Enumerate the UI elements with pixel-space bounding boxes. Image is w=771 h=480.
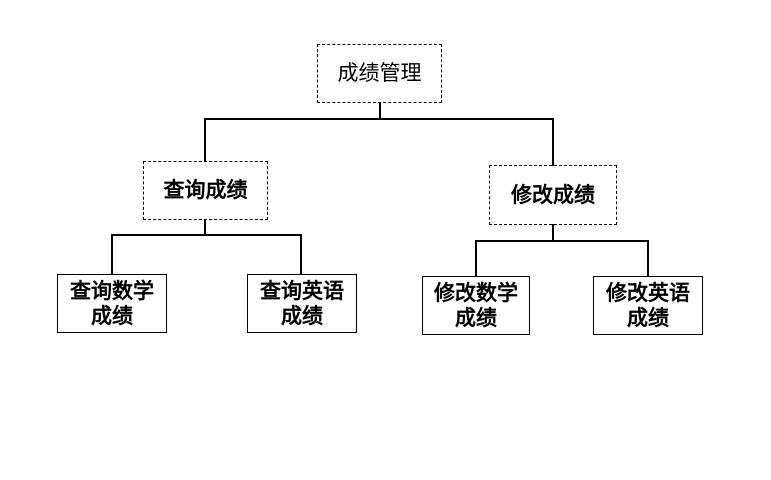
- connector-drop-query-grades: [204, 118, 206, 162]
- node-query-math-grades: 查询数学 成绩: [57, 274, 167, 333]
- node-query-english-grades: 查询英语 成绩: [247, 274, 357, 333]
- node-query-english-grades-label-line2: 成绩: [281, 303, 323, 328]
- node-modify-math-grades-label-line1: 修改数学: [434, 280, 518, 305]
- connector-drop-query-english: [300, 234, 302, 275]
- node-query-grades-label: 查询成绩: [163, 178, 248, 202]
- node-modify-english-grades-label-line1: 修改英语: [606, 280, 690, 305]
- node-grade-management-label: 成绩管理: [337, 61, 422, 85]
- node-query-grades: 查询成绩: [143, 161, 268, 220]
- node-modify-grades: 修改成绩: [489, 165, 617, 225]
- node-modify-english-grades: 修改英语 成绩: [593, 276, 703, 335]
- connector-root-stem: [379, 103, 381, 119]
- connector-drop-modify-grades: [552, 118, 554, 166]
- connector-drop-modify-math: [475, 240, 477, 277]
- node-query-math-grades-label-line2: 成绩: [91, 303, 133, 328]
- node-modify-grades-label: 修改成绩: [511, 182, 595, 207]
- connector-modify-stem: [552, 224, 554, 241]
- node-query-english-grades-label-line1: 查询英语: [260, 278, 344, 303]
- node-modify-english-grades-label-line2: 成绩: [627, 305, 669, 330]
- node-modify-math-grades: 修改数学 成绩: [422, 276, 530, 335]
- connector-query-stem: [204, 219, 206, 235]
- connector-drop-query-math: [111, 234, 113, 275]
- connector-query-crossbar: [111, 234, 302, 236]
- connector-level2-crossbar: [204, 118, 554, 120]
- node-modify-math-grades-label-line2: 成绩: [455, 305, 497, 330]
- node-grade-management: 成绩管理: [317, 44, 442, 103]
- connector-drop-modify-english: [647, 240, 649, 277]
- connector-modify-crossbar: [475, 240, 649, 242]
- node-query-math-grades-label-line1: 查询数学: [70, 278, 154, 303]
